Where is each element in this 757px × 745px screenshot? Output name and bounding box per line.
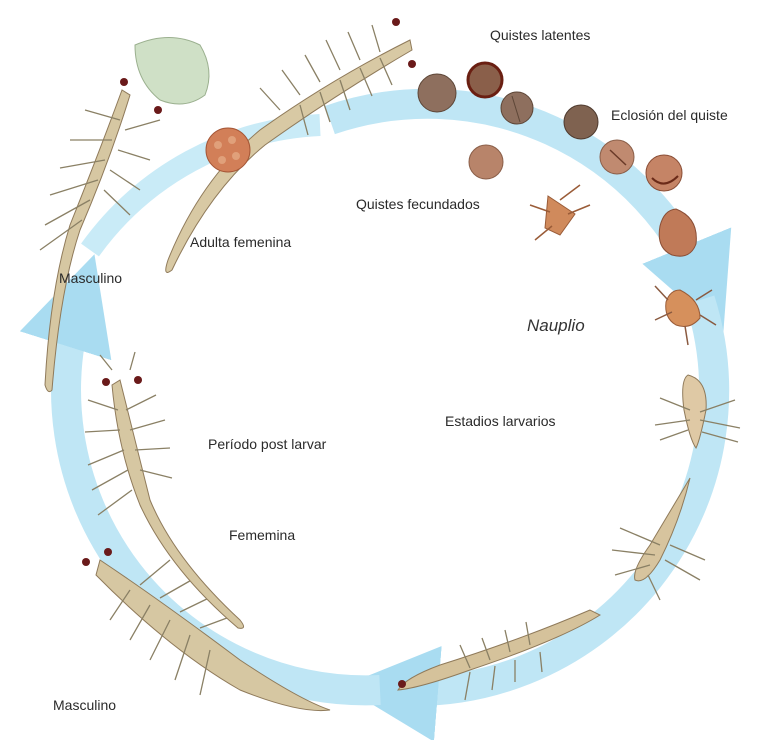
- label-male-bottom: Masculino: [53, 697, 116, 713]
- label-nauplius: Nauplio: [527, 316, 585, 336]
- cycle-arrow-top-left: [90, 125, 320, 250]
- egg-sac: [206, 128, 250, 172]
- cyst-hatching-3: [659, 209, 696, 256]
- cyst-latent-1: [418, 74, 456, 112]
- label-male-top: Masculino: [59, 270, 122, 286]
- label-latent-cysts: Quistes latentes: [490, 27, 590, 43]
- cycle-arrows: [66, 104, 714, 691]
- cyst-hatching-2: [646, 155, 682, 191]
- label-adult-female: Adulta femenina: [190, 234, 291, 250]
- label-female: Fememina: [229, 527, 295, 543]
- label-fertilized-cysts: Quistes fecundados: [356, 196, 480, 212]
- label-post-larval: Período post larvar: [208, 436, 326, 452]
- label-larval-stages: Estadios larvarios: [445, 413, 556, 429]
- label-cyst-hatching: Eclosión del quiste: [611, 107, 728, 123]
- cyst-latent-4: [564, 105, 598, 139]
- cyst-latent-3: [501, 92, 533, 124]
- shed-shell: [135, 38, 209, 105]
- nauplius-1: [530, 185, 590, 240]
- cycle-arrow-bottom-left: [66, 300, 380, 690]
- cyst-fertilized: [469, 145, 503, 179]
- cyst-latent-2: [468, 63, 502, 97]
